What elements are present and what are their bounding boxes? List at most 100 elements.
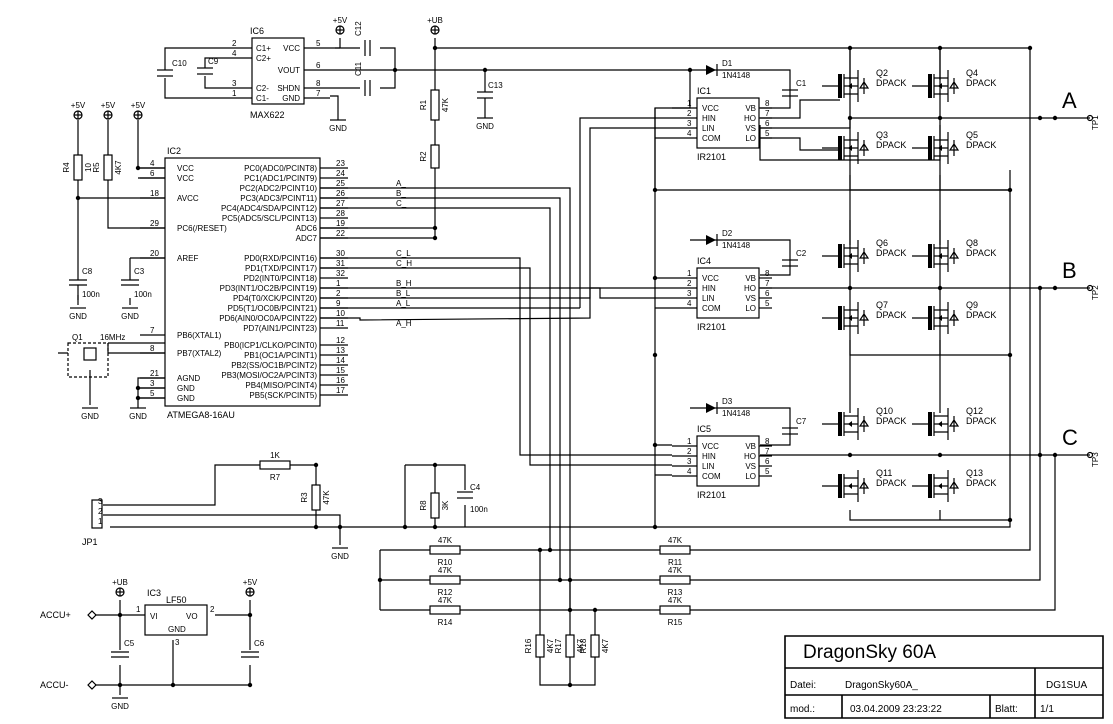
cap-ref: C4	[470, 483, 481, 492]
fet-body-diode	[858, 478, 870, 494]
net-label: A_H	[396, 319, 412, 328]
ic-body	[164, 157, 321, 407]
cap-value: 100n	[470, 505, 488, 514]
pin-number: 14	[336, 356, 345, 365]
connector-pin: 3	[98, 497, 103, 506]
supply-symbol: +UB	[427, 16, 443, 35]
resistor-value: 47K	[322, 490, 331, 505]
capacitor-c11: C11	[354, 61, 371, 96]
sheet-number: 1/1	[1040, 704, 1054, 715]
pin-number: 24	[336, 169, 345, 178]
pin-number: 4	[687, 467, 692, 476]
junction-dot	[392, 67, 398, 73]
pin-label: PC1(ADC1/PCINT9)	[244, 174, 317, 183]
pin-number: 5	[765, 129, 770, 138]
junction-dot	[75, 195, 81, 201]
resistor-ref: R15	[668, 618, 683, 627]
junction-dot	[482, 67, 488, 73]
test-point	[1086, 284, 1094, 292]
resistor-body	[430, 492, 440, 519]
pin-label: VS	[745, 294, 756, 303]
fet-package: DPACK	[966, 416, 996, 426]
supply-label: +UB	[427, 16, 443, 25]
pin-number: 3	[150, 379, 155, 388]
pin-label: COM	[702, 134, 721, 143]
fet-gate	[928, 74, 932, 98]
fet-arrow	[848, 315, 852, 321]
crystal-value: 16MHz	[100, 333, 125, 342]
ground-label: GND	[121, 312, 139, 321]
pin-label: VS	[745, 124, 756, 133]
pin-number: 2	[210, 605, 215, 614]
pin-number: 8	[765, 269, 770, 278]
fet-ref: Q4	[966, 68, 978, 78]
ic2-atmega8: IC2ATMEGA8-16AU4VCC6VCC18AVCC29PC6(/RESE…	[140, 146, 348, 420]
fet-ref: Q7	[876, 300, 888, 310]
sheet-label: Blatt:	[995, 704, 1018, 715]
pin-label: VCC	[177, 174, 194, 183]
fet-ref: Q8	[966, 238, 978, 248]
capacitor-c10: C10	[157, 59, 187, 77]
resistor-value: 47K	[438, 566, 453, 575]
junction-dot	[652, 442, 658, 448]
junction-dot	[377, 577, 383, 583]
phase-label: B	[1062, 258, 1077, 283]
fet-package: DPACK	[876, 416, 906, 426]
fet-body-diode	[948, 78, 960, 94]
fet-body-diode	[948, 416, 960, 432]
resistor-ref: R1	[419, 99, 428, 110]
ground-symbol: GND	[81, 407, 99, 421]
net-label: A_	[396, 179, 406, 188]
fet-gate	[928, 474, 932, 498]
pin-label: LO	[745, 134, 756, 143]
resistor-body	[659, 605, 691, 615]
resistor-body	[565, 634, 575, 658]
cap-ref: C11	[354, 61, 363, 76]
resistor-ref: R7	[270, 473, 281, 482]
resistor-value: 47K	[668, 566, 683, 575]
pin-number: 11	[336, 319, 345, 328]
capacitor-c13: C13	[477, 81, 503, 118]
capacitor-c5: C5	[111, 639, 135, 658]
fet-arrow	[848, 421, 852, 427]
resistor-r2: R2	[419, 144, 440, 169]
pin-label: PD4(T0/XCK/PCINT20)	[233, 294, 317, 303]
cap-ref: C7	[796, 417, 807, 426]
connector-pin: 2	[98, 507, 103, 516]
pin-number: 7	[765, 447, 770, 456]
diode-ref: D3	[722, 397, 733, 406]
crystal-body	[83, 347, 97, 361]
fet-gate	[838, 474, 842, 498]
resistor-value: 47K	[668, 536, 683, 545]
test-point-ref: TP2	[1091, 285, 1100, 300]
pin-label: AVCC	[177, 194, 199, 203]
ic-part: MAX622	[250, 110, 285, 120]
net-label: C_L	[396, 249, 411, 258]
pin-number: 1	[232, 89, 237, 98]
ground-symbol: GND	[331, 547, 349, 561]
fet-ref: Q5	[966, 130, 978, 140]
pin-label: COM	[702, 304, 721, 313]
pin-number: 4	[150, 159, 155, 168]
fet-gate	[928, 306, 932, 330]
cap-ref: C13	[488, 81, 503, 90]
mod-label: mod.:	[790, 704, 815, 715]
cap-ref: C6	[254, 639, 265, 648]
resistor-ref: R4	[62, 162, 71, 173]
pin-number: 31	[336, 259, 345, 268]
fet-package: DPACK	[966, 248, 996, 258]
supply-label: +5V	[131, 101, 146, 110]
fet-arrow	[938, 315, 942, 321]
resistor-value: 10	[84, 163, 93, 172]
diode-part: 1N4148	[722, 409, 751, 418]
junction-dot	[652, 187, 658, 193]
